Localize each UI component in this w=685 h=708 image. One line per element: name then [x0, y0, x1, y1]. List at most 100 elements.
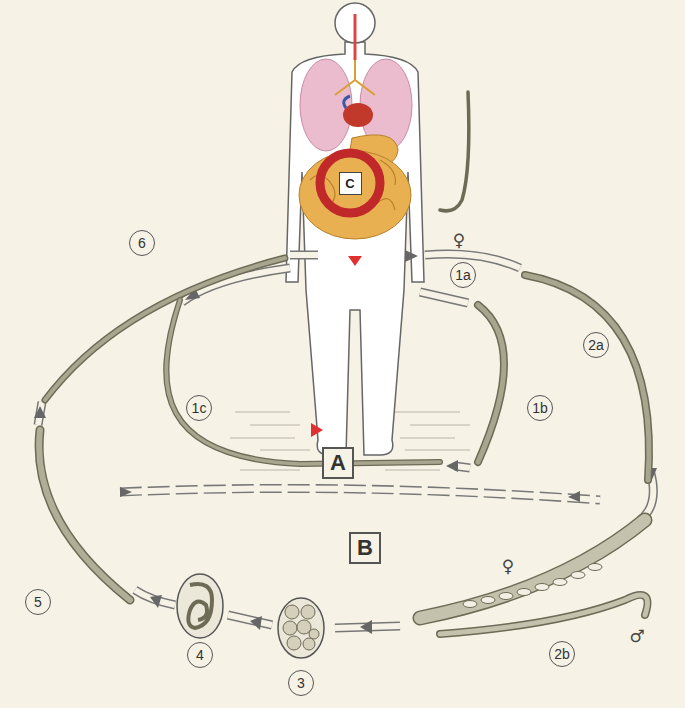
illustration-part — [290, 251, 318, 260]
callout-number: 4 — [187, 642, 213, 668]
egg-embryonated — [177, 574, 223, 638]
callout-text: 2a — [588, 338, 604, 352]
region-box: C — [339, 172, 362, 195]
callout-number: 1c — [186, 395, 212, 421]
illustration-part — [553, 579, 567, 586]
illustration-part — [299, 151, 411, 239]
illustration-part — [446, 460, 458, 472]
illustration-part — [120, 488, 600, 500]
callout-number: 2a — [583, 332, 609, 358]
illustration-part — [385, 470, 440, 471]
callout-text: 5 — [34, 595, 42, 609]
illustration-part — [478, 305, 504, 462]
illustration-part — [405, 450, 470, 451]
box-letter: A — [330, 452, 346, 474]
illustration-part — [39, 430, 130, 600]
illustration-part — [38, 254, 653, 628]
illustration-part — [177, 574, 223, 638]
sex-symbol: ♂ — [629, 628, 644, 645]
callout-text: 3 — [297, 676, 305, 690]
illustration-part — [571, 572, 585, 579]
illustration-part — [301, 605, 315, 619]
illustration-part — [283, 621, 297, 635]
callout-text: 1b — [532, 401, 548, 415]
larvae-and-adults — [39, 92, 649, 634]
illustration-part — [400, 438, 455, 439]
illustration-part — [463, 601, 477, 608]
callout-text: 6 — [138, 236, 146, 250]
cycle-tracks — [38, 254, 653, 628]
illustration-part — [478, 305, 504, 462]
callout-number: 1b — [527, 395, 553, 421]
human-figure — [286, 3, 424, 455]
illustration-part — [588, 564, 602, 571]
callout-text: 1c — [192, 401, 207, 415]
illustration-part — [440, 595, 648, 634]
illustration-part — [410, 425, 470, 426]
illustration-part — [120, 487, 132, 497]
illustration-part — [440, 92, 469, 211]
illustration-part — [166, 300, 440, 464]
illustration-part — [535, 584, 549, 591]
illustration-part — [287, 636, 301, 650]
illustration-part — [38, 254, 653, 628]
illustration-part — [34, 406, 46, 418]
illustration-part — [228, 615, 272, 625]
illustration-part — [303, 638, 315, 650]
illustration-part — [150, 595, 162, 608]
illustration-part — [228, 615, 272, 625]
illustration-part — [235, 412, 290, 413]
illustration-part — [260, 450, 310, 451]
illustration-part — [120, 488, 600, 500]
illustration-part — [354, 14, 357, 60]
illustration-part — [440, 595, 648, 634]
sex-symbol: ♀ — [453, 232, 465, 249]
illustration-part — [188, 584, 212, 628]
eggs-in-female — [463, 564, 602, 608]
illustration-part — [499, 593, 513, 600]
illustration-part — [568, 491, 580, 502]
illustration-part — [525, 275, 649, 480]
sex-symbol: ♀ — [502, 558, 514, 575]
callout-text: 4 — [196, 648, 204, 662]
box-letter: B — [357, 537, 373, 559]
illustration-part — [283, 605, 319, 650]
illustration-part — [320, 153, 380, 213]
callout-number: 6 — [129, 230, 155, 256]
cycle-letter-box: A — [322, 447, 354, 479]
illustration-part — [309, 629, 319, 639]
illustration-part — [517, 589, 531, 596]
illustration-part — [311, 423, 323, 437]
cycle-arrowheads — [34, 250, 657, 634]
illustration-part — [285, 605, 299, 619]
illustration-part — [250, 616, 262, 630]
illustration-part — [286, 42, 424, 455]
illustration-part — [360, 620, 372, 634]
callout-text: 2b — [554, 647, 570, 661]
illustration-part — [344, 96, 350, 108]
illustration-part — [230, 438, 295, 439]
illustration-part — [335, 60, 375, 95]
illustration-part — [240, 470, 300, 471]
egg-segmented — [278, 598, 324, 658]
illustration-part — [39, 430, 130, 600]
illustration-part — [297, 620, 311, 634]
illustration-part — [405, 250, 418, 262]
illustration-part — [525, 275, 649, 480]
illustration-part — [395, 412, 460, 413]
callout-text: 1a — [455, 268, 471, 282]
callout-number: 1a — [450, 262, 476, 288]
illustration-part — [300, 59, 352, 151]
callout-number: 2b — [549, 641, 575, 667]
illustration-part — [348, 256, 362, 266]
box-letter: C — [345, 177, 354, 190]
illustration-part — [481, 597, 495, 604]
illustration-part — [343, 103, 373, 127]
callout-number: 5 — [25, 589, 51, 615]
illustration-part — [290, 252, 318, 258]
illustration-part — [166, 300, 440, 464]
cycle-letter-box: B — [349, 532, 381, 564]
callout-number: 3 — [288, 670, 314, 696]
